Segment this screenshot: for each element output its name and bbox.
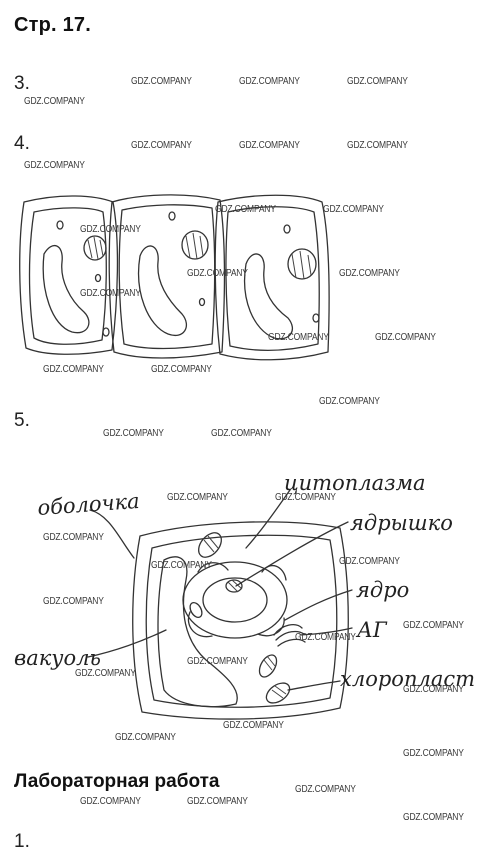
watermark: GDZ.COMPANY bbox=[215, 204, 276, 215]
label-golgi: АГ bbox=[355, 618, 388, 642]
watermark: GDZ.COMPANY bbox=[295, 632, 356, 643]
watermark: GDZ.COMPANY bbox=[339, 556, 400, 567]
label-chloroplast: хлоропласт bbox=[340, 667, 475, 691]
item-number-3: 3. bbox=[14, 73, 30, 94]
watermark: GDZ.COMPANY bbox=[43, 364, 104, 375]
watermark: GDZ.COMPANY bbox=[151, 364, 212, 375]
watermark: GDZ.COMPANY bbox=[323, 204, 384, 215]
watermark: GDZ.COMPANY bbox=[80, 224, 141, 235]
plant-cell-3 bbox=[214, 194, 330, 361]
watermark: GDZ.COMPANY bbox=[239, 140, 300, 151]
watermark: GDZ.COMPANY bbox=[75, 668, 136, 679]
watermark: GDZ.COMPANY bbox=[80, 796, 141, 807]
watermark: GDZ.COMPANY bbox=[319, 396, 380, 407]
watermark: GDZ.COMPANY bbox=[24, 96, 85, 107]
item-number-4: 4. bbox=[14, 133, 30, 154]
watermark: GDZ.COMPANY bbox=[43, 596, 104, 607]
watermark: GDZ.COMPANY bbox=[187, 656, 248, 667]
label-cytoplasm: цитоплазма bbox=[284, 471, 426, 495]
watermark: GDZ.COMPANY bbox=[80, 288, 141, 299]
lab-work-heading: Лабораторная работа bbox=[14, 771, 220, 792]
watermark: GDZ.COMPANY bbox=[151, 560, 212, 571]
watermark: GDZ.COMPANY bbox=[43, 532, 104, 543]
watermark: GDZ.COMPANY bbox=[403, 684, 464, 695]
watermark: GDZ.COMPANY bbox=[268, 332, 329, 343]
label-vacuole: вакуоль bbox=[14, 646, 101, 670]
watermark: GDZ.COMPANY bbox=[211, 428, 272, 439]
watermark: GDZ.COMPANY bbox=[223, 720, 284, 731]
watermark: GDZ.COMPANY bbox=[24, 160, 85, 171]
page-title: Стр. 17. bbox=[14, 14, 91, 36]
watermark: GDZ.COMPANY bbox=[275, 492, 336, 503]
label-membrane: оболочка bbox=[37, 489, 141, 520]
watermark: GDZ.COMPANY bbox=[239, 76, 300, 87]
watermark: GDZ.COMPANY bbox=[131, 140, 192, 151]
watermark: GDZ.COMPANY bbox=[103, 428, 164, 439]
watermark: GDZ.COMPANY bbox=[131, 76, 192, 87]
watermark: GDZ.COMPANY bbox=[347, 76, 408, 87]
item-number-1: 1. bbox=[14, 831, 30, 852]
watermark: GDZ.COMPANY bbox=[403, 812, 464, 823]
watermark: GDZ.COMPANY bbox=[187, 268, 248, 279]
figure-5-plant-cell bbox=[87, 489, 353, 720]
watermark: GDZ.COMPANY bbox=[187, 796, 248, 807]
watermark: GDZ.COMPANY bbox=[347, 140, 408, 151]
label-nucleolus: ядрышко bbox=[350, 511, 453, 535]
item-number-5: 5. bbox=[14, 410, 30, 431]
watermark: GDZ.COMPANY bbox=[167, 492, 228, 503]
watermark: GDZ.COMPANY bbox=[403, 748, 464, 759]
watermark: GDZ.COMPANY bbox=[115, 732, 176, 743]
watermark: GDZ.COMPANY bbox=[375, 332, 436, 343]
plant-cell-1 bbox=[19, 195, 119, 355]
watermark: GDZ.COMPANY bbox=[339, 268, 400, 279]
watermark: GDZ.COMPANY bbox=[403, 620, 464, 631]
plant-cell-2 bbox=[108, 194, 226, 359]
watermark: GDZ.COMPANY bbox=[295, 784, 356, 795]
label-nucleus: ядро bbox=[356, 578, 409, 602]
